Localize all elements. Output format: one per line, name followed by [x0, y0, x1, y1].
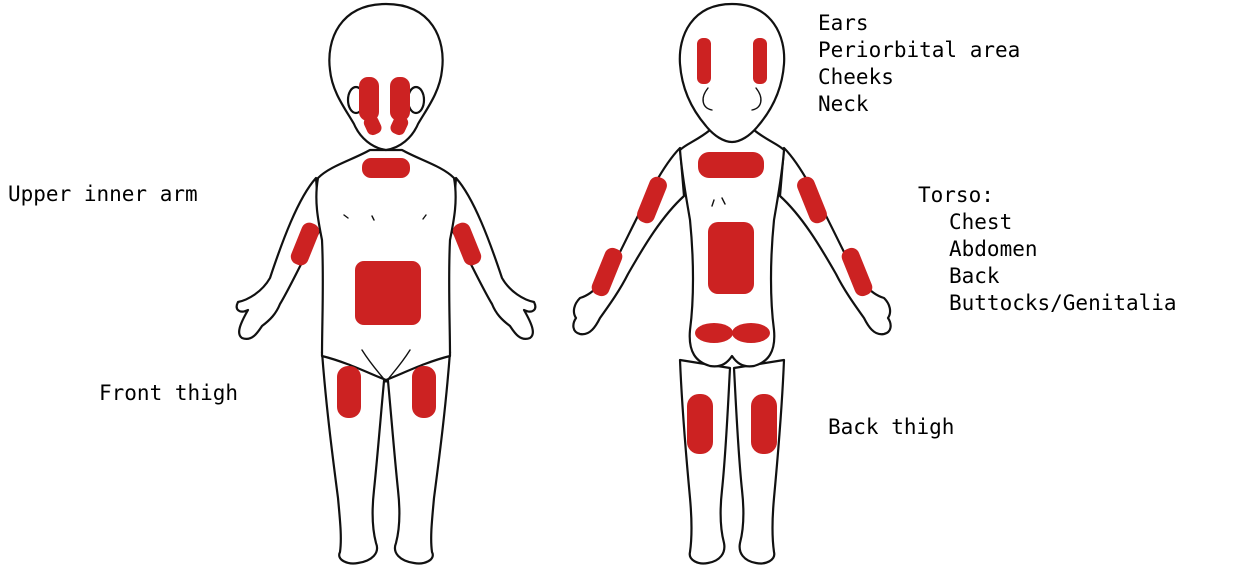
label-cheeks: Cheeks — [818, 66, 894, 88]
front-left-thigh-mark — [337, 366, 361, 418]
label-buttocks-genitalia: Buttocks/Genitalia — [949, 292, 1177, 314]
label-back-thigh: Back thigh — [828, 416, 954, 438]
back-left-thigh-mark — [687, 394, 713, 454]
label-ears: Ears — [818, 12, 869, 34]
back-right-thigh-mark — [751, 394, 777, 454]
front-neck-mark — [362, 158, 410, 178]
back-mid-back-mark — [708, 222, 754, 294]
label-torso-title: Torso: — [918, 184, 994, 206]
front-right-ear — [408, 87, 424, 113]
label-neck: Neck — [818, 93, 869, 115]
back-right-arm — [780, 148, 891, 334]
front-right-periorbital-mark — [390, 77, 410, 121]
front-view-figure — [237, 4, 536, 563]
back-left-leg — [680, 360, 730, 563]
back-left-arm — [573, 148, 684, 334]
label-abdomen: Abdomen — [949, 238, 1038, 260]
back-head — [680, 4, 784, 142]
back-right-buttock-mark — [732, 323, 770, 343]
back-left-ear-mark — [697, 38, 711, 84]
back-neck-mark — [698, 152, 764, 178]
back-left-buttock-mark — [695, 323, 733, 343]
front-left-periorbital-mark — [359, 77, 379, 121]
front-head — [329, 4, 442, 150]
label-chest: Chest — [949, 211, 1012, 233]
label-upper-inner-arm: Upper inner arm — [8, 183, 198, 205]
label-back: Back — [949, 265, 1000, 287]
front-abdomen-mark — [355, 261, 421, 325]
label-periorbital-area: Periorbital area — [818, 39, 1020, 61]
back-right-ear-mark — [753, 38, 767, 84]
front-right-thigh-mark — [412, 366, 436, 418]
label-front-thigh: Front thigh — [99, 382, 238, 404]
back-right-leg — [734, 360, 784, 563]
